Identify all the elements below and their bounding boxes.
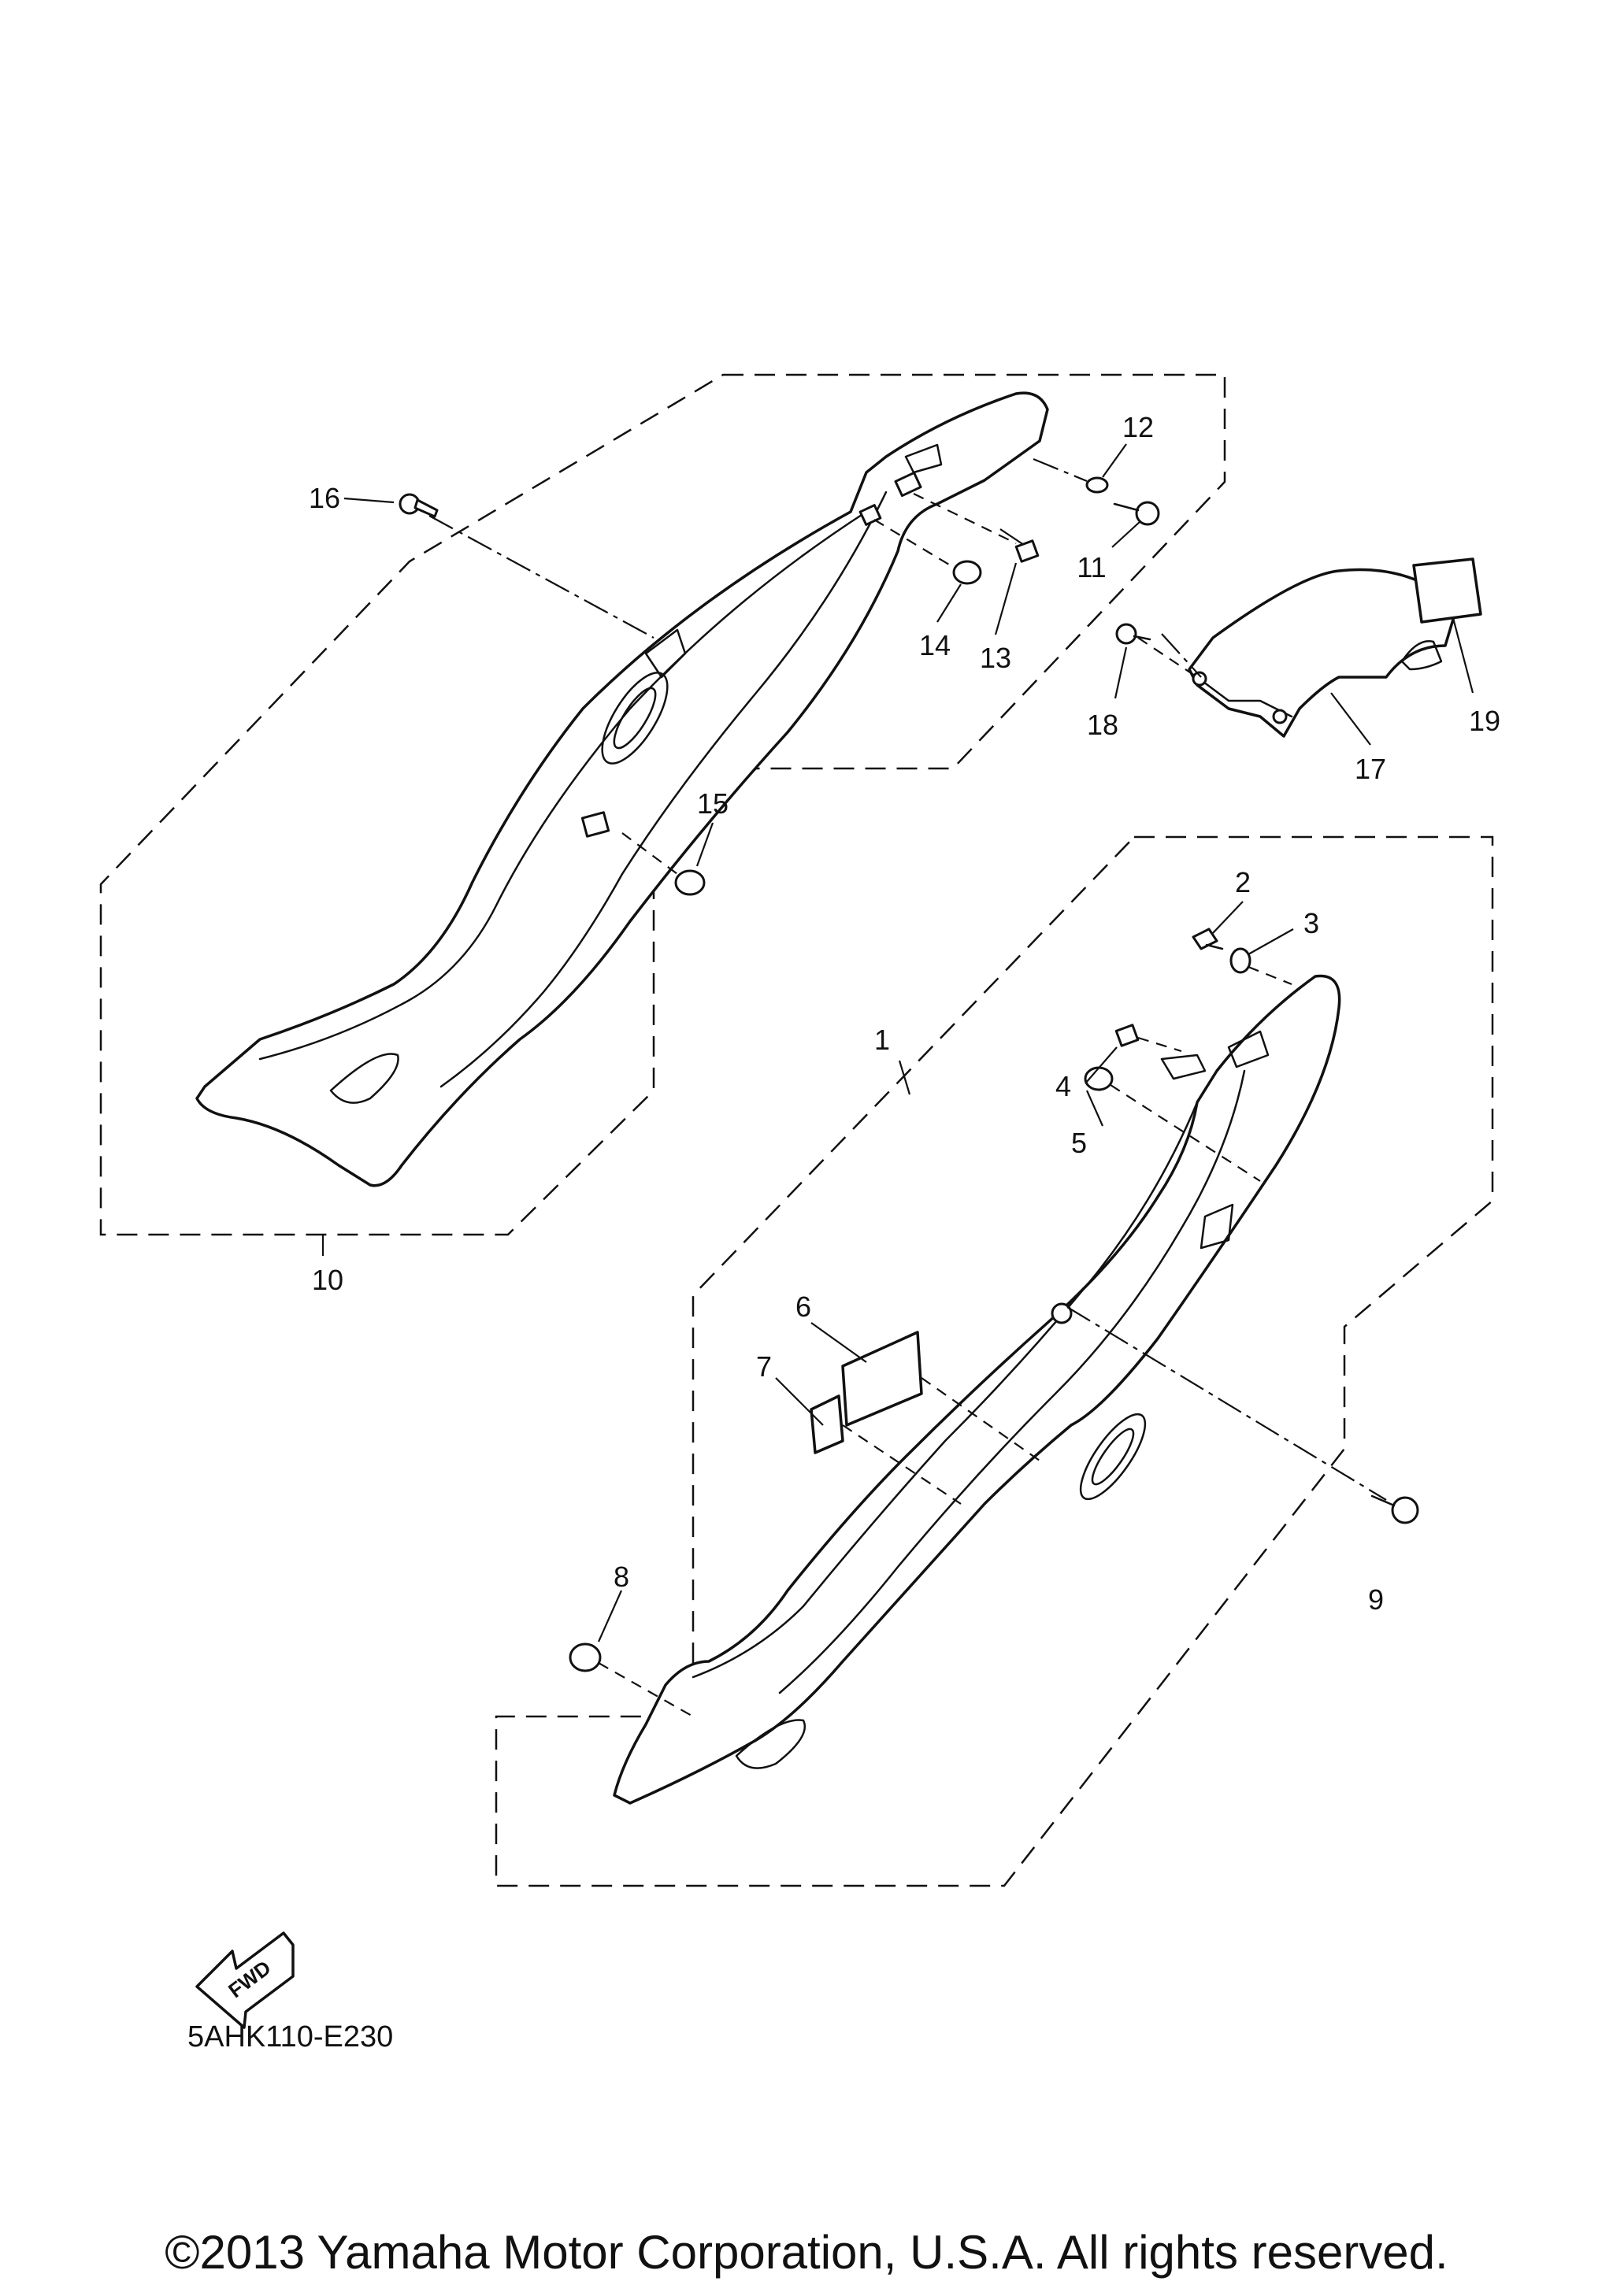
axis-line bbox=[428, 515, 654, 639]
axis-line bbox=[1033, 457, 1088, 483]
hidden-line bbox=[873, 519, 954, 568]
nut-4 bbox=[1114, 1024, 1140, 1047]
leader-19 bbox=[1452, 617, 1474, 694]
label-6 bbox=[841, 1331, 923, 1427]
leader-2 bbox=[1212, 901, 1244, 934]
callout-7: 7 bbox=[756, 1350, 772, 1383]
leader-5 bbox=[1085, 1090, 1104, 1127]
label-7 bbox=[810, 1394, 844, 1454]
leader-3 bbox=[1248, 928, 1294, 955]
group-outline-10 bbox=[99, 373, 1226, 1236]
leader-18 bbox=[1114, 646, 1128, 699]
side-cover-left bbox=[195, 391, 1049, 1187]
diagram-code: 5AHK110-E230 bbox=[187, 2020, 394, 2053]
callout-17: 17 bbox=[1355, 753, 1386, 785]
leader-14 bbox=[936, 583, 962, 623]
callout-5: 5 bbox=[1071, 1127, 1087, 1159]
washer-3 bbox=[1229, 947, 1251, 974]
callout-9: 9 bbox=[1368, 1583, 1384, 1616]
callout-1: 1 bbox=[874, 1024, 890, 1056]
bolt-11 bbox=[1113, 501, 1160, 526]
callout-19: 19 bbox=[1469, 705, 1500, 737]
bolt-9 bbox=[1370, 1494, 1419, 1524]
callout-8: 8 bbox=[614, 1561, 629, 1593]
hidden-line bbox=[842, 1424, 962, 1505]
callout-14: 14 bbox=[919, 629, 951, 661]
leader-13 bbox=[994, 562, 1018, 635]
hidden-line bbox=[1248, 965, 1292, 986]
leader-16 bbox=[343, 497, 395, 504]
damper-15 bbox=[674, 869, 706, 896]
hidden-line bbox=[913, 493, 1017, 544]
leader-15 bbox=[695, 822, 714, 867]
callout-13: 13 bbox=[980, 642, 1011, 674]
callout-4: 4 bbox=[1055, 1070, 1071, 1102]
axis-line bbox=[999, 528, 1025, 546]
leader-7 bbox=[775, 1377, 824, 1426]
washer-12 bbox=[1085, 476, 1109, 494]
callout-2: 2 bbox=[1235, 866, 1251, 898]
leader-6 bbox=[810, 1322, 867, 1363]
callout-11: 11 bbox=[1077, 551, 1106, 583]
fwd-arrow-icon: FWD bbox=[195, 1931, 295, 2029]
callout-3: 3 bbox=[1303, 907, 1319, 939]
grommet-14 bbox=[952, 560, 982, 585]
damper-8 bbox=[569, 1642, 602, 1672]
leader-11 bbox=[1111, 520, 1141, 548]
callout-18: 18 bbox=[1087, 709, 1118, 741]
axis-line bbox=[1161, 633, 1202, 678]
callout-6: 6 bbox=[795, 1291, 811, 1323]
label-rear bbox=[1412, 557, 1482, 624]
axis-line bbox=[1066, 1306, 1387, 1501]
bolt-2 bbox=[1192, 928, 1224, 950]
copyright-notice: ©2013 Yamaha Motor Corporation, U.S.A. A… bbox=[165, 2226, 1448, 2279]
hidden-line bbox=[1137, 1036, 1182, 1053]
hidden-line bbox=[1110, 1084, 1261, 1182]
nut-13 bbox=[1014, 539, 1040, 563]
side-cover-right bbox=[613, 974, 1341, 1805]
group-outline-1 bbox=[495, 835, 1494, 1887]
callout-10: 10 bbox=[312, 1264, 343, 1296]
bolt-18 bbox=[1115, 623, 1151, 645]
leader-4 bbox=[1085, 1046, 1118, 1084]
leader-17 bbox=[1330, 692, 1371, 746]
bolt-16 bbox=[399, 493, 439, 518]
hidden-line bbox=[921, 1377, 1040, 1461]
hidden-line bbox=[621, 832, 678, 875]
hidden-line bbox=[1137, 637, 1198, 678]
leader-1 bbox=[898, 1060, 911, 1095]
callout-12: 12 bbox=[1122, 411, 1154, 443]
clip-left bbox=[580, 811, 610, 838]
callout-labels: 12 16 11 14 13 18 17 19 15 2 3 1 4 5 10 … bbox=[309, 411, 1500, 1616]
leader-12 bbox=[1102, 443, 1127, 478]
leader-8 bbox=[597, 1590, 623, 1642]
callout-15: 15 bbox=[697, 787, 729, 820]
callout-16: 16 bbox=[309, 482, 340, 514]
